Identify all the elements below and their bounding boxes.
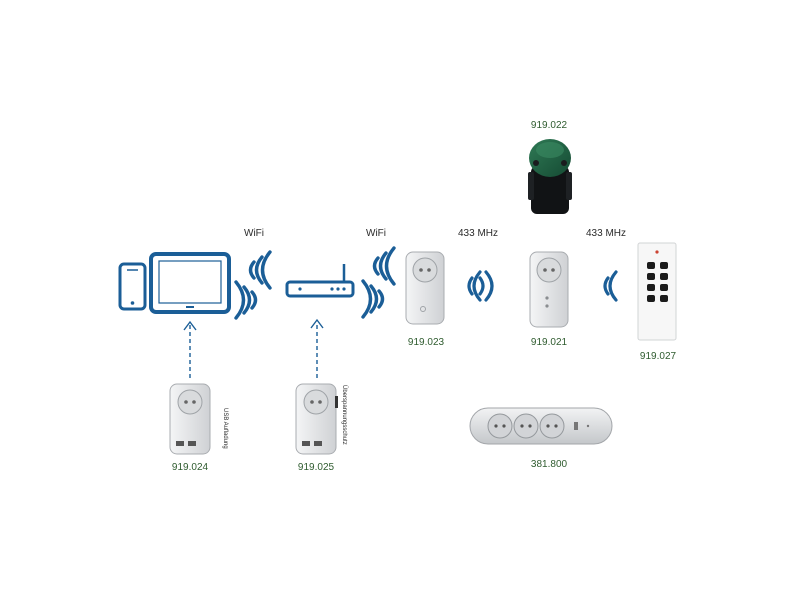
router-icon bbox=[285, 264, 355, 298]
remote-control-919-027 bbox=[637, 242, 677, 341]
device-label-381-800: 381.800 bbox=[531, 459, 568, 470]
device-label-919-024: 919.024 bbox=[172, 462, 209, 473]
device-label-919-027: 919.027 bbox=[640, 351, 677, 362]
wifi-label-left: WiFi bbox=[244, 228, 264, 239]
usb-plug-919-024 bbox=[169, 383, 211, 455]
smart-plug-919-021 bbox=[529, 251, 569, 328]
device-label-919-022: 919.022 bbox=[531, 120, 568, 131]
radio-wave-icon bbox=[603, 270, 618, 302]
smartphone-icon bbox=[118, 262, 147, 311]
device-label-919-021: 919.021 bbox=[531, 337, 568, 348]
device-label-919-023: 919.023 bbox=[408, 337, 445, 348]
surge-side-label: Überspannungsschutz bbox=[341, 385, 348, 445]
wifi-wave-icon bbox=[361, 246, 396, 319]
wifi-wave-icon bbox=[234, 250, 272, 320]
radio-wave-icon bbox=[467, 270, 494, 302]
mhz-label-right: 433 MHz bbox=[586, 228, 626, 239]
usb-side-label: USB Aufladung bbox=[222, 408, 228, 449]
arrow-up-icon bbox=[310, 318, 324, 378]
power-strip-381-800 bbox=[469, 407, 613, 445]
tablet-icon bbox=[149, 252, 231, 314]
device-label-919-025: 919.025 bbox=[298, 462, 335, 473]
outdoor-plug-919-022 bbox=[528, 139, 572, 214]
wifi-label-right: WiFi bbox=[366, 228, 386, 239]
surge-plug-919-025 bbox=[295, 383, 338, 455]
arrow-up-icon bbox=[183, 320, 197, 378]
mhz-label-left: 433 MHz bbox=[458, 228, 498, 239]
smart-plug-919-023 bbox=[405, 251, 445, 325]
